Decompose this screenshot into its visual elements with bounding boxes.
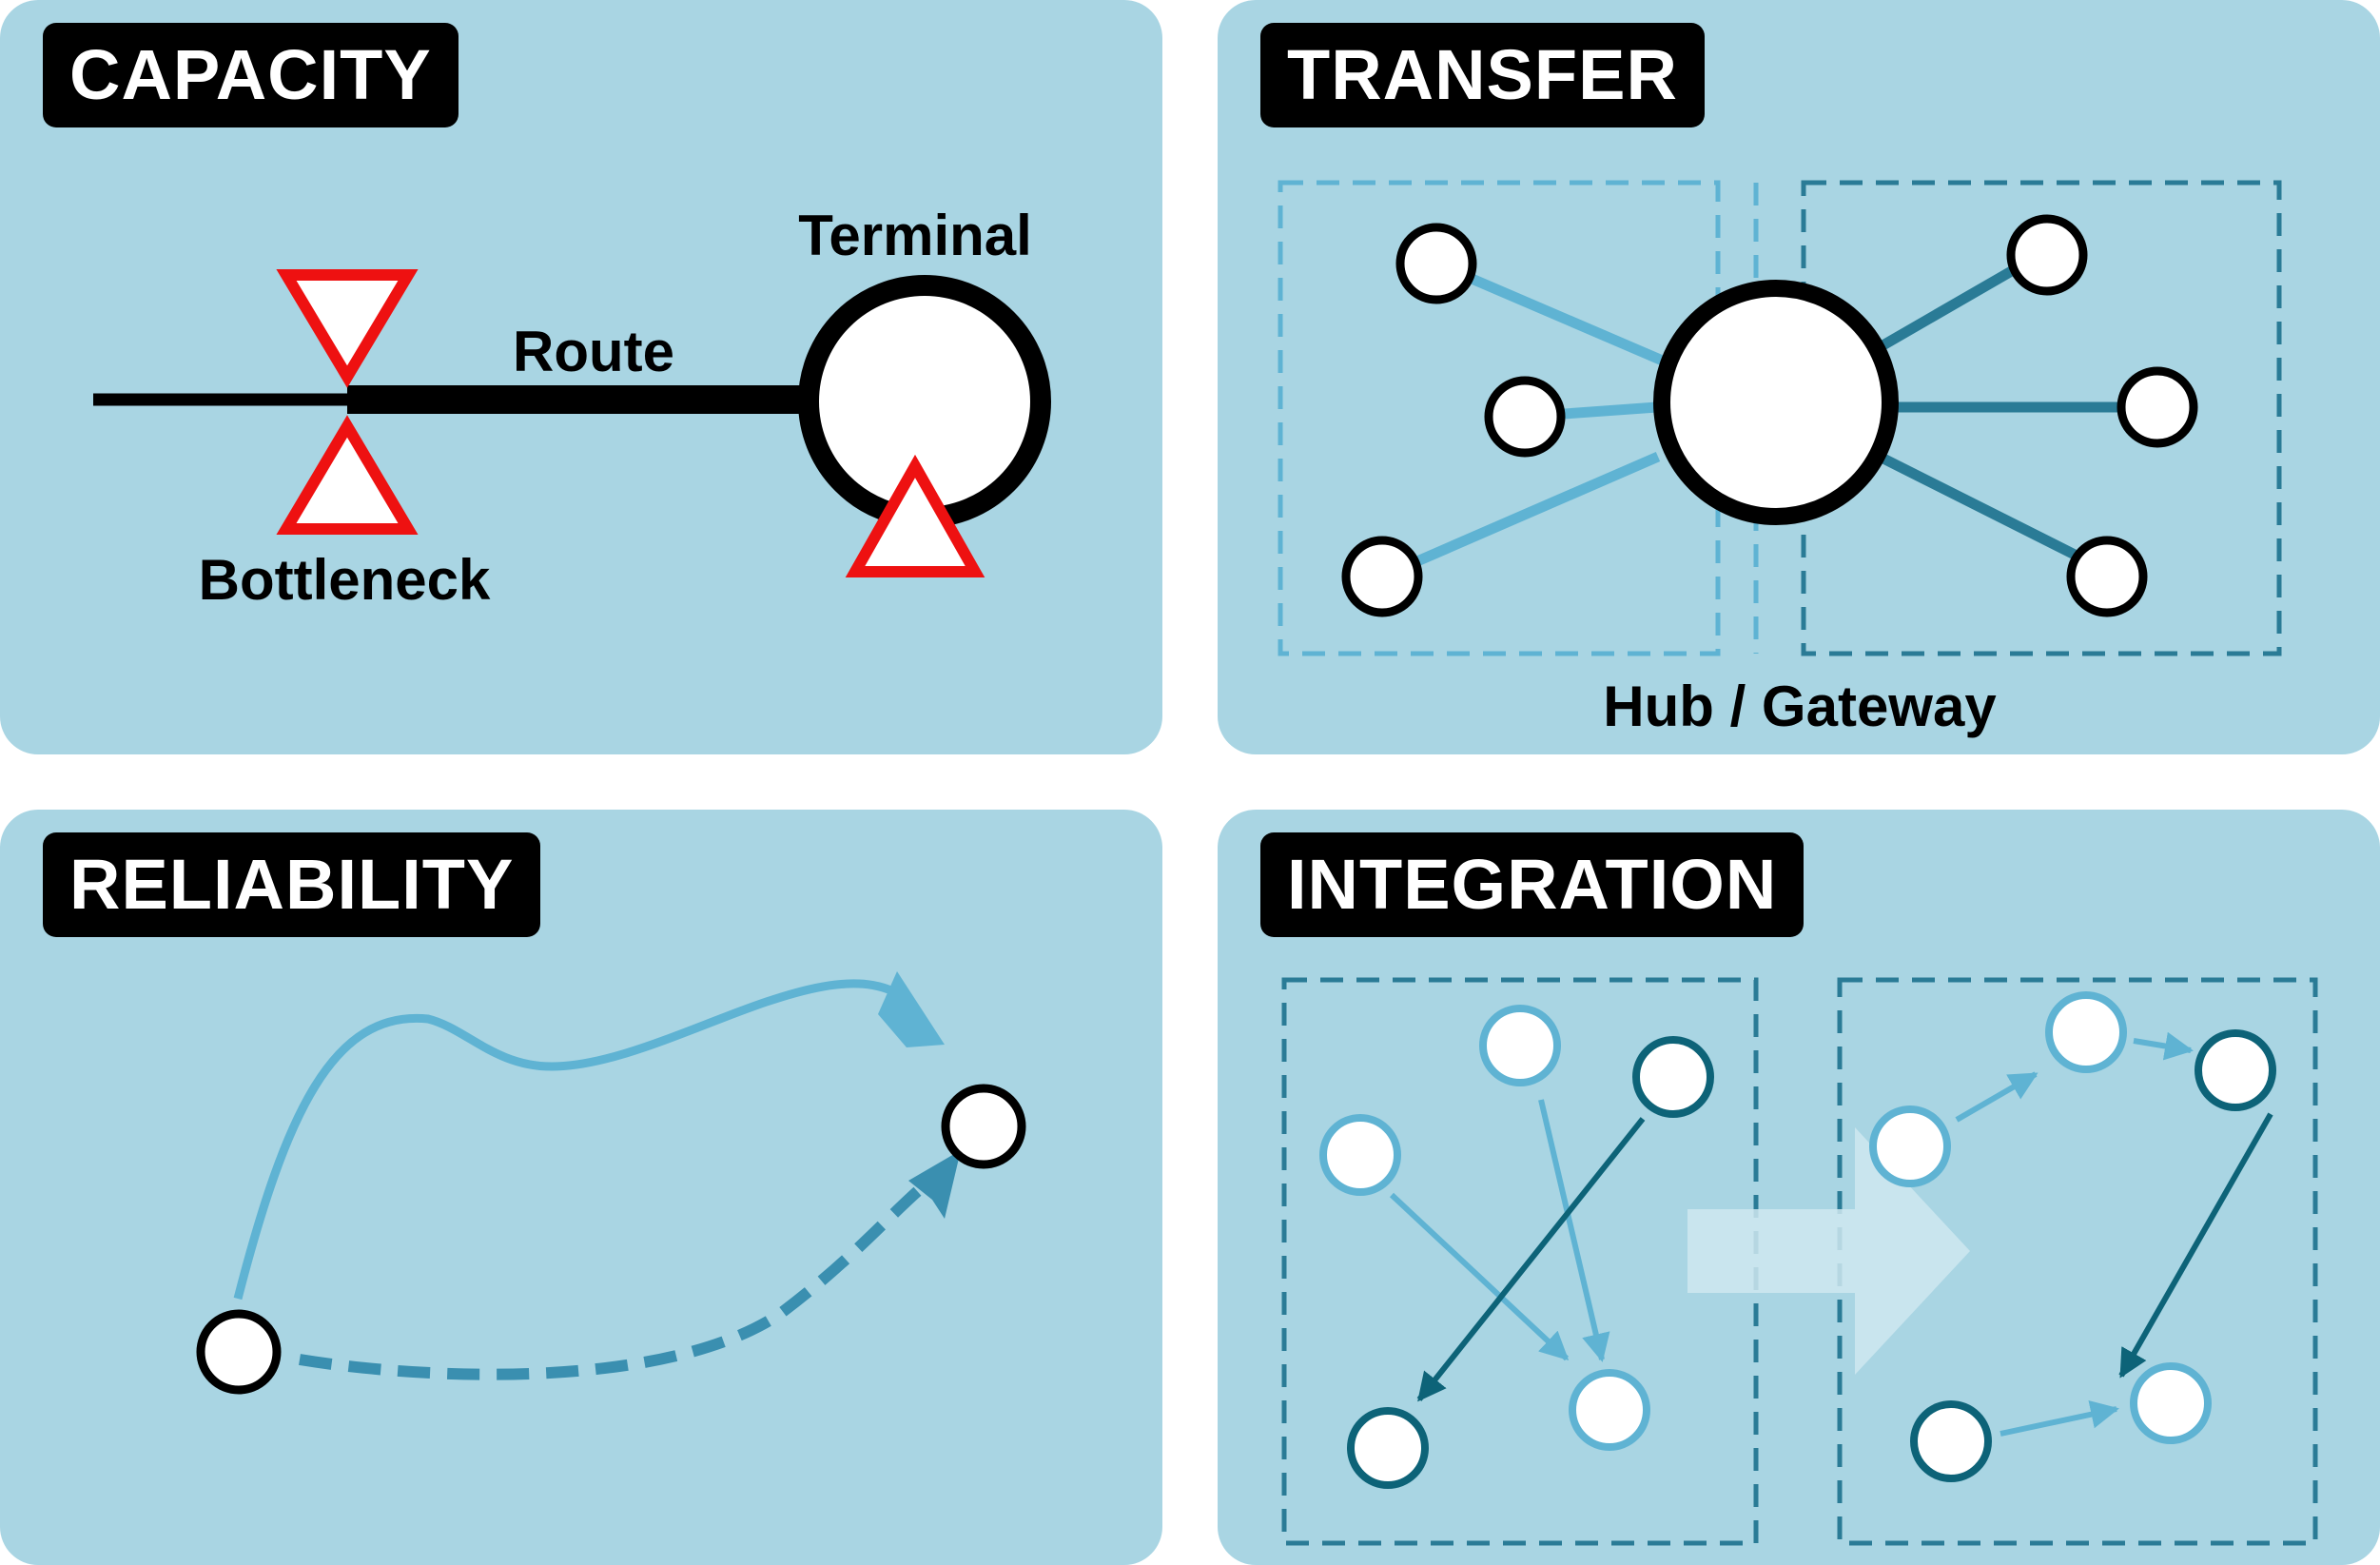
origin-node: [196, 1309, 282, 1395]
reliability-panel: RELIABILITY: [0, 810, 1162, 1565]
integration-title: INTEGRATION: [1260, 832, 1805, 937]
link-line: [1389, 1192, 1570, 1361]
transfer-panel: TRANSFER Hub / Gateway: [1218, 0, 2380, 754]
terminal-warning-icon: [845, 454, 985, 577]
node: [1569, 1369, 1650, 1451]
node: [1632, 1036, 1714, 1118]
reliability-title: RELIABILITY: [43, 832, 541, 937]
node: [1347, 1407, 1429, 1489]
link-line: [1538, 1099, 1610, 1362]
node: [2195, 1029, 2276, 1111]
capacity-diagram: Route Terminal Bottleneck: [93, 204, 1051, 612]
route-label: Route: [513, 320, 674, 383]
bottleneck-label: Bottleneck: [199, 548, 491, 612]
integration-diagram: [1281, 977, 2318, 1546]
transition-arrow-icon: [1687, 1127, 1970, 1375]
bottleneck-top-warning-icon: [276, 269, 419, 388]
before-region-box: [1281, 977, 1759, 1546]
spoke-line: [1881, 454, 2083, 562]
node: [1395, 223, 1477, 304]
link-line: [1955, 1071, 2039, 1123]
arrow-head-icon: [878, 971, 945, 1047]
node: [2066, 536, 2148, 617]
terminal-label: Terminal: [798, 204, 1032, 267]
capacity-panel: CAPACITY Route Terminal Bottleneck: [0, 0, 1162, 754]
reliable-route-path: [299, 1174, 936, 1380]
link-line: [2000, 1399, 2119, 1437]
node: [1869, 1105, 1951, 1187]
capacity-title: CAPACITY: [43, 23, 458, 127]
destination-node: [941, 1084, 1026, 1169]
hub-label: Hub / Gateway: [1603, 675, 1997, 738]
transfer-title: TRANSFER: [1260, 23, 1705, 127]
transfer-diagram: Hub / Gateway: [1278, 180, 2282, 738]
node: [1479, 1005, 1561, 1086]
unreliable-route-path: [233, 979, 917, 1301]
link-line: [1416, 1117, 1646, 1402]
node: [1910, 1400, 1992, 1482]
node: [2117, 366, 2198, 448]
node: [1341, 536, 1423, 617]
node: [1319, 1114, 1401, 1196]
link-line: [2133, 1031, 2194, 1061]
bottleneck-bottom-warning-icon: [276, 415, 419, 535]
reliability-diagram: [196, 971, 1026, 1395]
after-region-box: [1837, 977, 2318, 1546]
node: [1484, 376, 1566, 458]
node: [2130, 1362, 2212, 1444]
integration-panel: INTEGRATION: [1218, 810, 2380, 1565]
hub-circle: [1653, 280, 1899, 525]
right-region-box: [1801, 180, 2282, 656]
link-line: [2118, 1112, 2273, 1379]
node: [2006, 214, 2088, 296]
arrow-head-icon: [908, 1150, 961, 1219]
node: [2045, 991, 2127, 1073]
spoke-line: [1379, 451, 1661, 582]
spoke-line: [1434, 258, 1668, 367]
